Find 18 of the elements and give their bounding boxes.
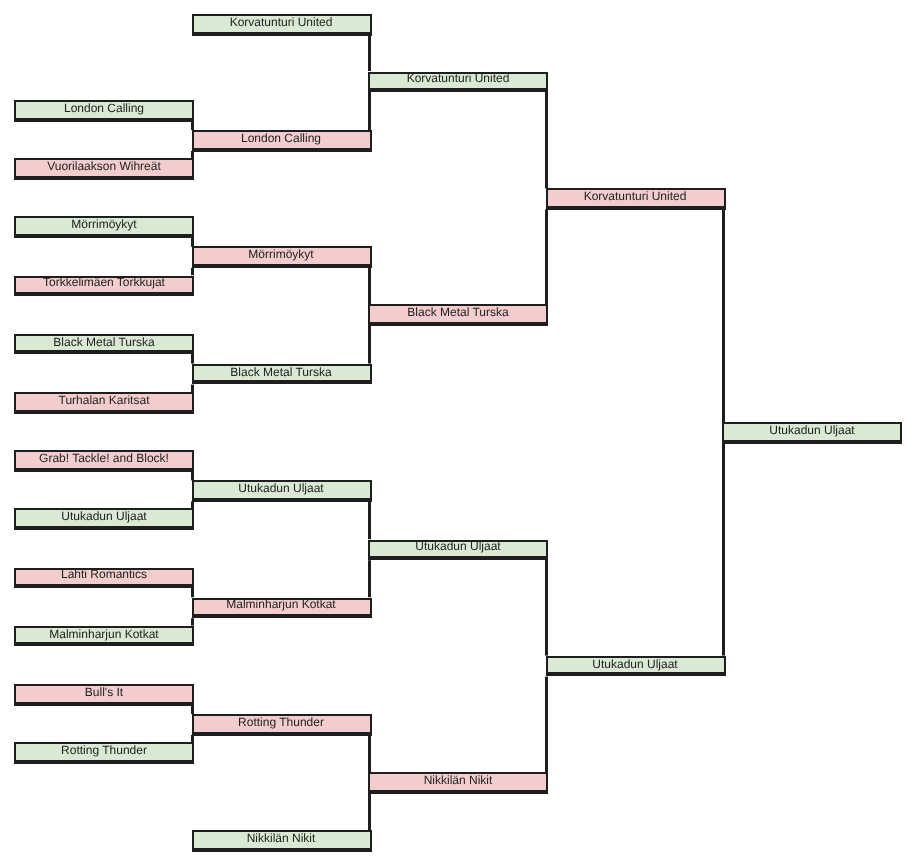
bracket-line	[368, 33, 371, 71]
bracket-line	[368, 325, 371, 364]
bracket-line	[545, 90, 548, 189]
bracket-line	[722, 443, 725, 656]
bracket-line	[368, 560, 371, 598]
bracket-line	[368, 499, 371, 540]
bracket-line	[191, 267, 194, 276]
bracket-line	[191, 618, 194, 626]
bracket-line	[368, 733, 371, 772]
bracket-line	[722, 207, 725, 422]
bracket-line	[191, 384, 194, 392]
bracket-line	[368, 793, 371, 830]
bracket-line	[191, 352, 194, 364]
bracket-line	[545, 558, 548, 656]
bracket-line	[545, 676, 548, 772]
bracket-line	[368, 92, 371, 130]
bracket-line	[545, 209, 548, 305]
bracket-line	[368, 265, 371, 305]
